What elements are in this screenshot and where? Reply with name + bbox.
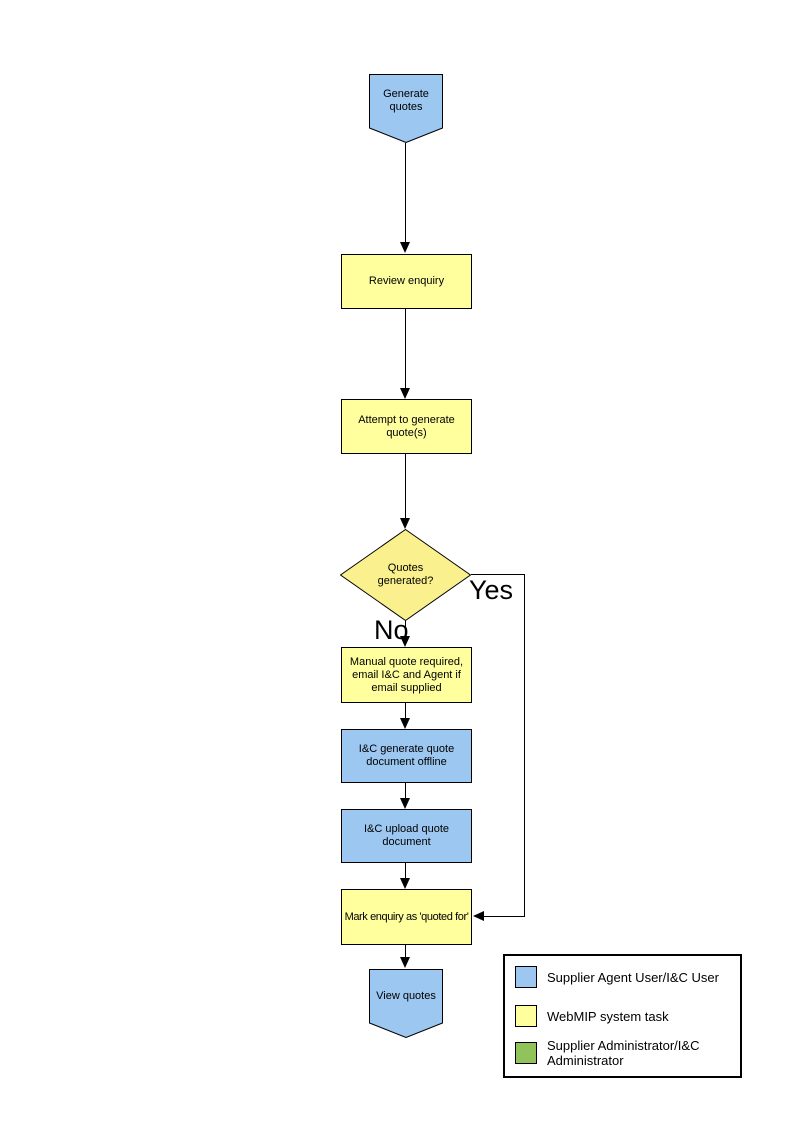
edge-attempt-decision	[405, 454, 406, 518]
legend-label: Supplier Agent User/I&C User	[547, 969, 719, 985]
node-label: Review enquiry	[368, 275, 445, 287]
pentagon-shape	[369, 74, 443, 143]
diamond-shape	[340, 529, 471, 621]
node-label: Mark enquiry as 'quoted for'	[344, 910, 469, 923]
node-generate-quotes: Generate quotes	[369, 74, 443, 143]
legend-label: Supplier Administrator/I&C Administrator	[547, 1038, 700, 1068]
arrowhead-down-icon	[400, 518, 410, 529]
legend-item-supplier-admin: Supplier Administrator/I&C Administrator	[515, 1033, 734, 1073]
edge-decision-manual	[405, 621, 406, 636]
node-label: I&C upload quote document	[363, 823, 449, 848]
node-manual-quote: Manual quote required, email I&C and Age…	[341, 647, 472, 703]
node-label: Generate quotes	[383, 88, 429, 113]
edge-review-attempt	[405, 309, 406, 388]
legend-swatch-blue	[515, 966, 537, 988]
arrowhead-down-icon	[400, 388, 410, 399]
edge-start-review	[405, 143, 406, 242]
legend-item-webmip-task: WebMIP system task	[515, 1003, 734, 1029]
node-quotes-generated-decision: Quotes generated?	[340, 529, 471, 621]
node-generate-offline: I&C generate quote document offline	[341, 729, 472, 783]
node-mark-quoted: Mark enquiry as 'quoted for'	[341, 889, 472, 945]
node-attempt-generate: Attempt to generate quote(s)	[341, 399, 472, 454]
arrowhead-down-icon	[400, 636, 410, 647]
arrowhead-down-icon	[400, 242, 410, 253]
legend: Supplier Agent User/I&C User WebMIP syst…	[503, 954, 742, 1078]
edge-yes-horizontal-bottom	[484, 916, 525, 917]
arrowhead-down-icon	[400, 878, 410, 889]
edge-upload-mark	[405, 863, 406, 878]
arrowhead-down-icon	[400, 718, 410, 729]
branch-label-yes: Yes	[469, 575, 514, 605]
node-label: Manual quote required, email I&C and Age…	[349, 655, 464, 694]
node-upload-quote: I&C upload quote document	[341, 809, 472, 863]
node-view-quotes: View quotes	[369, 969, 443, 1038]
edge-manual-offline	[405, 703, 406, 718]
node-label: I&C generate quote document offline	[358, 743, 455, 768]
node-label: Attempt to generate quote(s)	[358, 413, 455, 439]
pentagon-shape	[369, 969, 443, 1038]
edge-yes-horizontal-top	[471, 574, 525, 575]
node-label: View quotes	[376, 989, 436, 1002]
edge-mark-end	[405, 945, 406, 957]
arrowhead-left-icon	[473, 911, 484, 921]
node-label: Quotes generated?	[377, 562, 434, 587]
node-review-enquiry: Review enquiry	[341, 254, 472, 309]
legend-label: WebMIP system task	[547, 1008, 669, 1024]
edge-yes-vertical	[524, 574, 525, 917]
arrowhead-down-icon	[400, 798, 410, 809]
legend-swatch-green	[515, 1042, 537, 1064]
arrowhead-down-icon	[400, 957, 410, 968]
edge-offline-upload	[405, 783, 406, 798]
legend-swatch-yellow	[515, 1005, 537, 1027]
legend-item-supplier-agent: Supplier Agent User/I&C User	[515, 964, 734, 990]
